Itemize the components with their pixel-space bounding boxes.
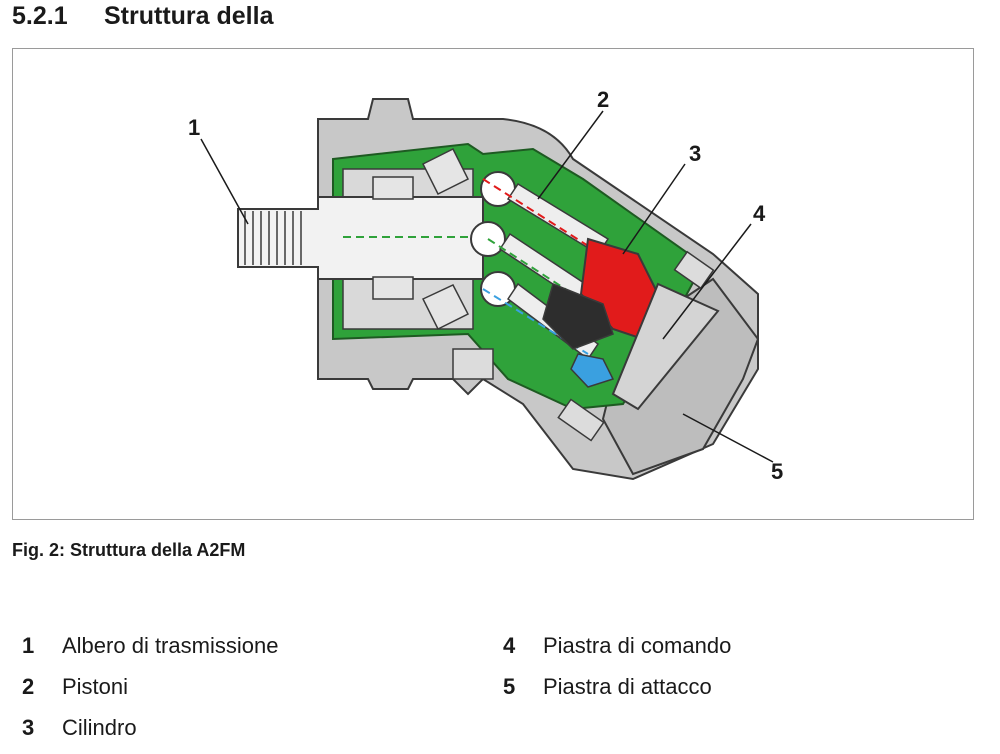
legend-item-4: 4 Piastra di comando [503,633,731,659]
callout-1: 1 [188,115,201,140]
legend-item-5: 5 Piastra di attacco [503,674,712,700]
legend-label: Cilindro [62,715,137,740]
legend-item-1: 1 Albero di trasmissione [22,633,278,659]
legend-number: 1 [22,633,35,658]
section-title: Struttura della [104,2,274,30]
figure-caption: Fig. 2: Struttura della A2FM [12,540,246,560]
legend-item-2: 2 Pistoni [22,674,128,700]
legend-label: Pistoni [62,674,129,699]
control-plate [611,282,720,411]
leader-lines [200,110,774,463]
callout-3: 3 [689,141,702,166]
piston-rod-top [506,182,610,256]
legend-number: 4 [503,633,516,658]
bearing-roller-lower [421,284,470,331]
legend-label: Piastra di comando [543,633,732,658]
legend-label: Piastra di attacco [543,674,712,699]
callout-2: 2 [597,87,610,112]
piston-line-blue [482,288,589,355]
center-spring [542,282,614,350]
legend-number: 2 [22,674,35,699]
section-heading: 5.2.1 Struttura della [12,2,273,31]
legend-number: 3 [22,715,35,740]
bearing-upper [372,176,414,200]
drain-plug [452,348,494,380]
bolt-top-right [673,250,715,290]
legend-number: 5 [503,674,516,699]
callout-5: 5 [771,459,784,484]
pump-cross-section-diagram [200,98,774,481]
bolt-bottom [557,398,605,442]
legend-label: Albero di trasmissione [62,633,279,658]
callout-4: 4 [753,201,766,226]
figure-frame: 1 2 3 4 5 [12,48,974,520]
bearing-roller-upper [421,147,470,196]
piston-bore-blue [570,353,615,388]
piston-line-red [482,178,594,250]
legend-item-3: 3 Cilindro [22,715,137,741]
bearing-lower [372,276,414,300]
piston-line-green [487,238,574,295]
section-number: 5.2.1 [12,2,68,30]
